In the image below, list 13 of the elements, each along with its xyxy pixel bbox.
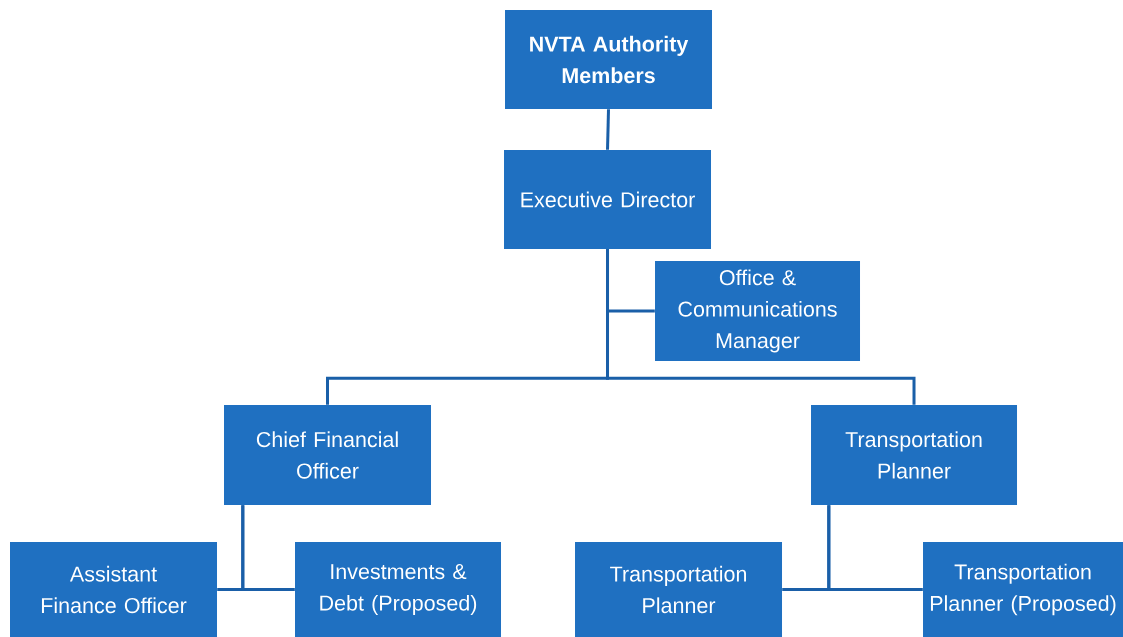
org-box: Transportation Planner (Proposed) — [923, 542, 1123, 637]
org-box: NVTA Authority Members — [505, 10, 712, 109]
connector-line — [827, 505, 923, 591]
org-box: Transportation Planner — [575, 542, 782, 637]
org-box: Assistant Finance Officer — [10, 542, 217, 637]
org-box: Chief Financial Officer — [224, 405, 431, 505]
connector-line — [606, 249, 916, 405]
connector-line — [241, 505, 295, 591]
org-box: Investments & Debt (Proposed) — [295, 542, 501, 637]
org-box: Executive Director — [504, 150, 711, 249]
org-box: Office & Communications Manager — [655, 261, 860, 361]
org-box: Transportation Planner — [811, 405, 1017, 505]
connector-line — [606, 109, 610, 150]
